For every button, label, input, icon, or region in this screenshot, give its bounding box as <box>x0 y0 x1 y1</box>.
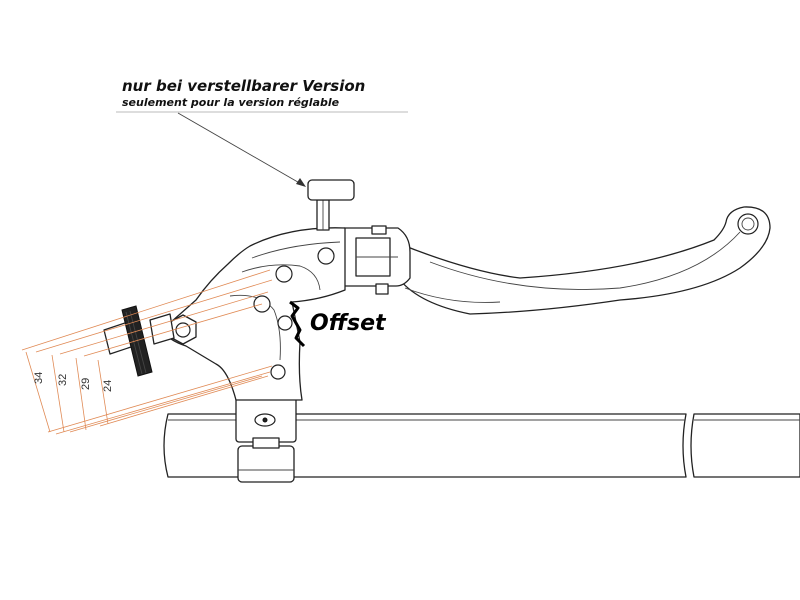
clamp <box>235 395 297 483</box>
dimension-29: 29 <box>80 378 92 390</box>
adjuster-knob <box>307 179 355 231</box>
dimension-34: 34 <box>33 372 45 384</box>
note-french: seulement pour la version réglable <box>122 96 340 109</box>
lever-pivot-block <box>343 225 411 295</box>
note-german: nur bei verstellbarer Version <box>122 77 365 95</box>
offset-brace <box>289 300 306 348</box>
lever-blade <box>399 206 771 315</box>
dimension-24: 24 <box>102 380 114 392</box>
dimension-32: 32 <box>57 374 69 386</box>
offset-label: Offset <box>310 311 387 336</box>
leader-arrow <box>177 112 306 187</box>
pushrod-adjuster <box>103 305 175 377</box>
master-body <box>161 227 346 401</box>
construction-lines <box>21 269 273 435</box>
